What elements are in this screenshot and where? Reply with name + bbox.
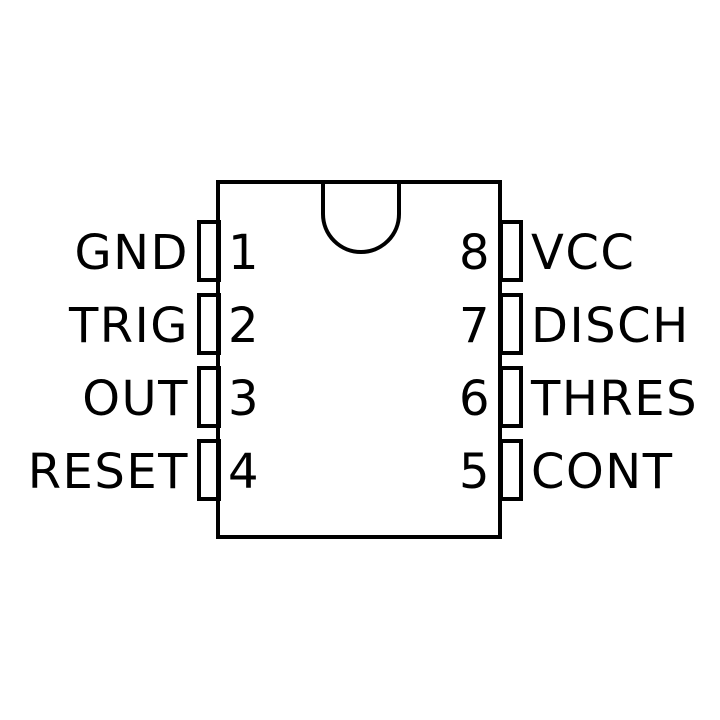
pin-5-signal-label: CONT bbox=[531, 444, 674, 500]
pin-box-6 bbox=[499, 366, 523, 428]
pin-3-number: 3 bbox=[228, 371, 260, 427]
pin-6-signal-label: THRES bbox=[530, 371, 698, 427]
pin-box-7 bbox=[499, 293, 523, 355]
pin-box-3 bbox=[197, 366, 221, 428]
pin-3-signal-label: OUT bbox=[82, 371, 189, 427]
ic-body bbox=[216, 180, 502, 539]
pin-1-signal-label: GND bbox=[74, 225, 189, 281]
pin-2-signal-label: TRIG bbox=[68, 298, 189, 354]
pin-2-number: 2 bbox=[228, 298, 260, 354]
pin-box-1 bbox=[197, 220, 221, 282]
pin-box-5 bbox=[499, 439, 523, 501]
pin-5-number: 5 bbox=[459, 444, 491, 500]
pin-6-number: 6 bbox=[459, 371, 491, 427]
pin-4-signal-label: RESET bbox=[28, 444, 189, 500]
pin-box-8 bbox=[499, 220, 523, 282]
pin-box-2 bbox=[197, 293, 221, 355]
pin-4-number: 4 bbox=[228, 444, 260, 500]
pin-8-number: 8 bbox=[459, 225, 491, 281]
pin-7-signal-label: DISCH bbox=[531, 298, 690, 354]
pin1-notch-icon bbox=[321, 182, 401, 254]
pin-1-number: 1 bbox=[228, 225, 260, 281]
pin-8-signal-label: VCC bbox=[531, 225, 635, 281]
pin-box-4 bbox=[197, 439, 221, 501]
pin-7-number: 7 bbox=[459, 298, 491, 354]
